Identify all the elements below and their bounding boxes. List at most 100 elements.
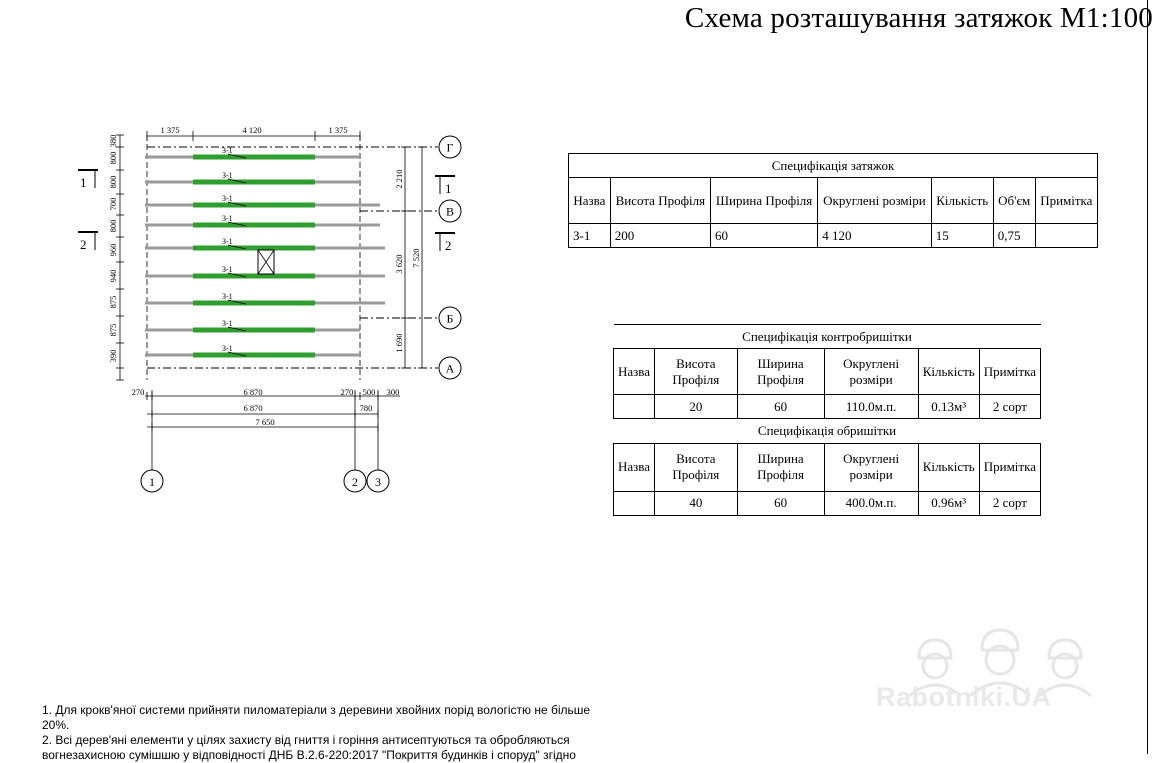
cell-size: 4 120 xyxy=(817,223,932,248)
header-qty: Кількість xyxy=(917,348,980,395)
bottom-dim-label: 6 870 xyxy=(243,387,262,397)
top-dim-label: 1 375 xyxy=(160,125,179,135)
section-mark-number: 2 xyxy=(445,238,452,253)
tie-beam xyxy=(193,154,315,160)
right-dim-label: 2 210 xyxy=(394,169,404,188)
axis-number: 2 xyxy=(352,475,358,489)
header-note: Примітка xyxy=(1034,177,1099,224)
header-size: Округлені розміри xyxy=(823,348,919,395)
tie-leader xyxy=(227,351,247,357)
right-dim-label: 7 520 xyxy=(411,248,421,267)
left-dim-label: 875 xyxy=(108,296,118,309)
tie-label: З-1 xyxy=(222,214,233,223)
header-height: Висота Профіля xyxy=(609,177,711,224)
tie-leader xyxy=(227,326,247,332)
axis-number: 3 xyxy=(375,475,381,489)
left-dim-label: 390 xyxy=(108,350,118,363)
tie-label: З-1 xyxy=(222,146,233,155)
sheet-border xyxy=(1147,0,1148,754)
tie-label: З-1 xyxy=(222,194,233,203)
tie-label: З-1 xyxy=(222,237,233,246)
chimney-hatch xyxy=(257,249,275,275)
cell-volume: 0,75 xyxy=(992,223,1036,248)
cell-size: 400.0м.п. xyxy=(823,490,919,516)
tie-beam xyxy=(193,245,315,251)
tie-leader xyxy=(227,272,247,278)
cell-width: 60 xyxy=(736,394,825,419)
header-qty: Кількість xyxy=(917,442,980,492)
tie-leader xyxy=(227,153,247,159)
bottom-dim-label: 780 xyxy=(360,403,373,413)
axis-bubble xyxy=(140,469,164,493)
left-dim-label: 875 xyxy=(108,324,118,337)
tie-label: З-1 xyxy=(222,319,233,328)
section-mark-number: 1 xyxy=(445,181,452,196)
axis-letter: Г xyxy=(447,141,454,155)
cell-name: З-1 xyxy=(568,223,611,248)
header-width: Ширина Профіля xyxy=(736,442,825,492)
watermark-logo xyxy=(908,628,1092,698)
header-height: Висота Профіля xyxy=(654,442,738,492)
header-width: Ширина Профіля xyxy=(736,348,825,395)
tie-label: З-1 xyxy=(222,344,233,353)
bottom-dim-label: 300 xyxy=(387,387,400,397)
top-dim-label: 4 120 xyxy=(242,125,261,135)
header-volume: Об'єм xyxy=(992,177,1036,224)
axis-letter: В xyxy=(446,205,454,219)
top-dim-label: 1 375 xyxy=(328,125,347,135)
right-dim-label: 3 620 xyxy=(394,254,404,273)
cell-note xyxy=(1034,223,1099,248)
ties-spec-caption: Специфікація затяжок xyxy=(568,153,1098,178)
cell-name xyxy=(612,490,656,516)
left-dim-label: 940 xyxy=(108,270,118,283)
tie-beam xyxy=(193,352,315,358)
axis-letter: А xyxy=(446,362,455,376)
note-1: 1. Для крокв'яної системи прийняти пилом… xyxy=(42,703,591,732)
tie-beam xyxy=(193,202,315,208)
tie-leader xyxy=(227,221,247,227)
tie-leader xyxy=(227,201,247,207)
cell-note: 2 сорт xyxy=(978,490,1042,516)
counter-batten-spec-table: Специфікація контробришітки Назва Висота… xyxy=(612,324,1042,419)
header-size: Округлені розміри xyxy=(823,442,919,492)
general-notes: 1. Для крокв'яної системи прийняти пилом… xyxy=(42,703,602,763)
tie-beam xyxy=(193,222,315,228)
chimney-outline xyxy=(257,249,275,275)
cell-height: 200 xyxy=(609,223,711,248)
left-dim-label: 380 xyxy=(108,135,118,148)
bottom-dim-label: 270 xyxy=(341,387,354,397)
axis-bubble xyxy=(438,306,462,330)
axis-letter: Б xyxy=(447,312,454,326)
cell-height: 20 xyxy=(654,394,738,419)
header-height: Висота Профіля xyxy=(654,348,738,395)
batten-spec-caption: Специфікація обришітки xyxy=(613,419,1041,444)
header-name: Назва xyxy=(612,442,656,492)
left-dim-label: 800 xyxy=(108,152,118,165)
tie-beam xyxy=(193,179,315,185)
header-note: Примітка xyxy=(978,348,1042,395)
header-note: Примітка xyxy=(978,442,1042,492)
section-mark-number: 2 xyxy=(80,237,87,252)
left-dim-label: 960 xyxy=(108,244,118,257)
header-width: Ширина Профіля xyxy=(709,177,819,224)
cell-width: 60 xyxy=(709,223,819,248)
cell-qty: 15 xyxy=(930,223,994,248)
bottom-dim-label: 6 870 xyxy=(243,403,262,413)
note-2: 2. Всі дерев'яні елементи у цілях захист… xyxy=(42,733,576,762)
header-size: Округлені розміри xyxy=(817,177,932,224)
cell-note: 2 сорт xyxy=(978,394,1042,419)
header-name: Назва xyxy=(568,177,611,224)
drawing-title: Схема розташування затяжок М1:100 xyxy=(684,2,1153,34)
tie-beam xyxy=(193,300,315,306)
tie-leader xyxy=(227,178,247,184)
ties-spec-table: Специфікація затяжок Назва Висота Профіл… xyxy=(568,153,1099,248)
axis-number: 1 xyxy=(149,475,155,489)
left-dim-label: 800 xyxy=(108,220,118,233)
tie-label: З-1 xyxy=(222,265,233,274)
axis-bubble xyxy=(438,356,462,380)
bottom-dim-label: 500 xyxy=(363,387,376,397)
tie-beam xyxy=(193,273,315,279)
watermark-text: Rabotniki.UA xyxy=(876,682,1052,712)
batten-spec-table: Специфікація обришітки Назва Висота Проф… xyxy=(612,419,1042,516)
